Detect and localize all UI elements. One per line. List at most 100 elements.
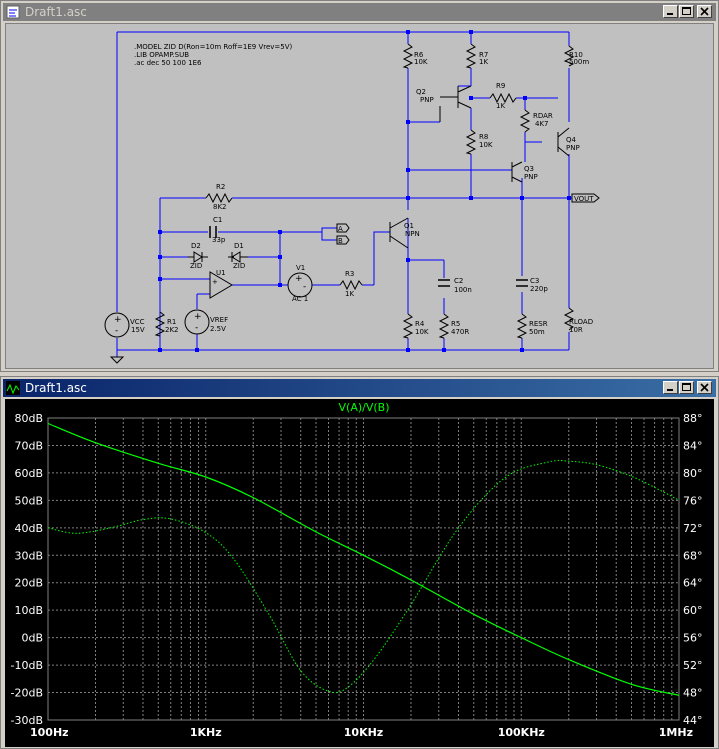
y-right-tick-label: 72° (683, 522, 703, 535)
schematic-window[interactable]: Draft1.asc .MODEL ZID D(Ron=10m Roff=1E9… (0, 0, 719, 372)
close-icon (700, 383, 709, 392)
diode-symbols (188, 251, 248, 263)
grid (47, 417, 680, 721)
y-right-tick-label: 56° (683, 632, 703, 645)
y-right-tick-label: 48° (683, 687, 703, 700)
y-right-tick-label: 44° (683, 714, 703, 727)
label-vcc: VCC (130, 318, 145, 326)
value-c3: 220p (530, 285, 548, 293)
label-u1: U1 (216, 269, 226, 277)
value-rdar: 4K7 (535, 120, 549, 128)
label-rdar: RDAR (533, 112, 553, 120)
plot-close-button[interactable] (697, 381, 712, 394)
opamp-plus: + (212, 278, 218, 286)
y-left-tick-label: 10dB (14, 604, 43, 617)
plot-titlebar[interactable]: Draft1.asc (3, 379, 716, 397)
value-q3: PNP (524, 173, 538, 181)
value-r8: 10K (479, 141, 493, 149)
y-right-tick-label: 80° (683, 467, 703, 480)
svg-text:+: + (295, 274, 303, 284)
schematic-titlebar[interactable]: Draft1.asc (3, 3, 716, 21)
label-r10: R10 (569, 51, 583, 59)
resistor-symbols (154, 43, 575, 339)
schematic-file-icon (6, 5, 20, 19)
y-left-tick-label: 80dB (14, 412, 43, 425)
value-r7: 1K (479, 58, 488, 66)
net-label-b: B (338, 237, 343, 245)
label-q4: Q4 (566, 136, 577, 144)
y-left-tick-label: 40dB (14, 522, 43, 535)
waveform-icon (6, 381, 20, 395)
source-signs: +- +- +- (114, 274, 306, 336)
label-rload: RLOAD (569, 318, 593, 326)
directive-ac: .ac dec 50 100 1E6 (134, 59, 202, 67)
value-vref: 2.5V (210, 325, 226, 333)
plot-window[interactable]: Draft1.asc V(A)/V(B) 80dB 70dB 60dB 50dB 40d… (0, 376, 719, 749)
schematic-canvas[interactable]: .MODEL ZID D(Ron=10m Roff=1E9 Vrev=5V) .… (5, 23, 714, 369)
x-tick-label: 100Hz (30, 726, 69, 739)
svg-text:-: - (195, 323, 198, 333)
net-label-flags (336, 193, 600, 245)
maximize-button[interactable] (679, 5, 694, 18)
svg-text:-: - (303, 282, 306, 292)
svg-text:+: + (114, 315, 122, 325)
value-r10: 500m (569, 58, 589, 66)
trace-title[interactable]: V(A)/V(B) (339, 401, 390, 414)
magnitude-trace (47, 422, 680, 696)
minimize-button[interactable] (663, 5, 678, 18)
bode-plot[interactable]: V(A)/V(B) 80dB70dB60dB50dB40dB30dB20dB10… (5, 399, 716, 747)
label-q3: Q3 (524, 165, 534, 173)
y-right-tick-label: 60° (683, 604, 703, 617)
value-c2: 100n (454, 286, 472, 294)
directive-model: .MODEL ZID D(Ron=10m Roff=1E9 Vrev=5V) (134, 43, 293, 51)
label-c1: C1 (213, 216, 222, 224)
capacitor-symbols (209, 226, 528, 287)
axis-tick-labels: 80dB70dB60dB50dB40dB30dB20dB10dB0dB-10dB… (11, 412, 703, 739)
value-r3: 1K (345, 290, 354, 298)
value-q4: PNP (566, 144, 580, 152)
x-tick-label: 1MHz (659, 726, 693, 739)
minimize-icon (667, 13, 673, 15)
value-r5: 470R (451, 328, 469, 336)
value-c1: 33p (212, 236, 226, 244)
y-left-tick-label: -30dB (11, 714, 44, 727)
label-r7: R7 (479, 51, 488, 59)
label-r2: R2 (216, 183, 225, 191)
opamp-symbol (209, 271, 233, 299)
plot-title: Draft1.asc (25, 381, 87, 395)
value-q2: PNP (420, 96, 434, 104)
label-r9: R9 (496, 82, 505, 90)
junction-dots (158, 30, 571, 352)
y-left-tick-label: 70dB (14, 439, 43, 452)
y-right-tick-label: 68° (683, 549, 703, 562)
svg-text:-: - (115, 326, 118, 336)
label-r5: R5 (451, 320, 460, 328)
y-right-tick-label: 84° (683, 439, 703, 452)
x-tick-label: 1KHz (190, 726, 222, 739)
wires (116, 31, 572, 357)
net-label-a: A (338, 225, 343, 233)
close-button[interactable] (697, 5, 712, 18)
svg-text:+: + (194, 312, 202, 322)
directive-lib: .LIB OPAMP.SUB (134, 51, 189, 59)
net-label-vout: VOUT (574, 195, 594, 203)
label-vref: VREF (210, 316, 228, 324)
x-tick-label: 10KHz (344, 726, 383, 739)
label-q1: Q1 (404, 222, 414, 230)
y-right-tick-label: 64° (683, 577, 703, 590)
plot-minimize-button[interactable] (663, 381, 678, 394)
minimize-icon (667, 389, 673, 391)
plot-maximize-button[interactable] (679, 381, 694, 394)
y-left-tick-label: 50dB (14, 494, 43, 507)
x-tick-label: 100KHz (498, 726, 545, 739)
transistor-symbols (389, 85, 570, 249)
value-r4: 10K (415, 328, 429, 336)
value-resr: 50m (529, 328, 545, 336)
label-r4: R4 (415, 320, 425, 328)
label-c2: C2 (454, 277, 463, 285)
label-c3: C3 (530, 277, 539, 285)
y-right-tick-label: 52° (683, 659, 703, 672)
y-left-tick-label: 60dB (14, 467, 43, 480)
value-vcc: 15V (131, 326, 145, 334)
